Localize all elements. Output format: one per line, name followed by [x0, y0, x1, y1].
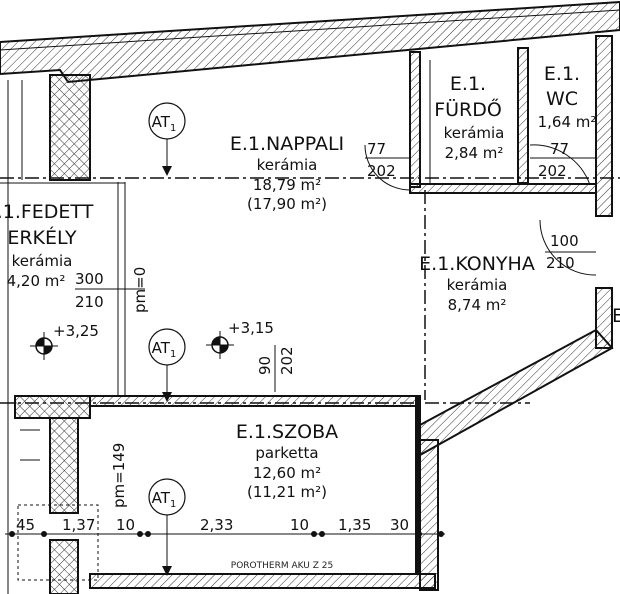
room-name: FÜRDŐ	[434, 97, 502, 121]
room-area: 8,74 m²	[448, 296, 507, 314]
wall-type-label: POROTHERM AKU Z 25	[231, 561, 333, 571]
left-wall-lower-top	[14, 395, 91, 419]
room-net-area: (11,21 m²)	[247, 483, 327, 501]
room-wc: E.1. WC 1,64 m²	[538, 63, 597, 131]
room-net-area: (17,90 m²)	[247, 195, 327, 213]
room-name-cut-off: E.1	[612, 305, 620, 327]
szoba-bottom-wall	[89, 573, 436, 589]
left-wall-upper	[49, 74, 91, 181]
floor-type: kerámia	[447, 276, 508, 294]
svg-text:202: 202	[538, 162, 567, 180]
floor-type: parketta	[255, 444, 318, 462]
room-szoba: E.1.SZOBA parketta 12,60 m² (11,21 m²)	[236, 421, 338, 501]
room-name: E.1.	[544, 63, 580, 85]
slanted-wall	[419, 328, 614, 457]
svg-text:45: 45	[16, 516, 35, 534]
svg-text:+3,25: +3,25	[53, 322, 99, 340]
svg-text:+3,15: +3,15	[228, 319, 274, 337]
svg-text:210: 210	[546, 254, 575, 272]
svg-text:77: 77	[367, 140, 386, 158]
svg-text:AT1: AT1	[152, 489, 177, 510]
svg-text:10: 10	[290, 516, 309, 534]
furdo-bottom-wall	[409, 183, 597, 194]
svg-text:30: 30	[390, 516, 409, 534]
svg-text:202: 202	[278, 346, 296, 375]
room-name: E.1.NAPPALI	[230, 133, 344, 155]
roof-line	[0, 9, 620, 51]
left-wall-bottom	[49, 539, 79, 594]
furdo-left-wall	[409, 51, 421, 188]
svg-text:210: 210	[75, 293, 104, 311]
svg-text:AT1: AT1	[152, 113, 177, 134]
section-marker-1: AT1	[148, 102, 186, 176]
svg-text:2,33: 2,33	[200, 516, 233, 534]
dimension-chain: 45 1,37 10 2,33 10 1,35 30	[5, 516, 445, 537]
room-area: 18,79 m²	[253, 176, 321, 194]
furdo-wc-wall	[517, 47, 529, 184]
level-marker-erkely: +3,25	[30, 322, 99, 360]
sill-height-erkely: pm=0	[131, 267, 149, 313]
room-name: ERKÉLY	[7, 226, 77, 249]
section-marker-2: AT1	[148, 328, 186, 402]
svg-text:90: 90	[256, 356, 274, 375]
right-wall-upper	[595, 35, 613, 217]
door-dimensions: 77 202 77 202 300 210 100 210 90 202	[75, 140, 579, 375]
svg-text:77: 77	[550, 140, 569, 158]
svg-text:1,35: 1,35	[338, 516, 371, 534]
section-marker-3: AT1	[148, 478, 186, 576]
svg-text:AT1: AT1	[152, 339, 177, 360]
room-area: 1,64 m²	[538, 113, 597, 131]
room-name: WC	[546, 88, 578, 110]
room-area: 12,60 m²	[253, 464, 321, 482]
szoba-top-wall	[89, 395, 421, 407]
floor-type: kerámia	[444, 124, 505, 142]
room-name: E.1.KONYHA	[419, 253, 535, 275]
szoba-right-edge	[415, 396, 421, 574]
door-swings	[75, 144, 597, 392]
room-konyha: E.1.KONYHA kerámia 8,74 m²	[419, 253, 535, 314]
room-area: 2,84 m²	[445, 144, 504, 162]
svg-text:1,37: 1,37	[62, 516, 95, 534]
sill-height-szoba: pm=149	[110, 443, 128, 508]
room-name: E.1.	[450, 73, 486, 95]
floor-type: kerámia	[12, 252, 73, 270]
room-name: E.1.SZOBA	[236, 421, 338, 443]
svg-text:100: 100	[550, 232, 579, 250]
floor-type: kerámia	[257, 156, 318, 174]
room-erkely: .1.FEDETT ERKÉLY kerámia 4,20 m²	[0, 201, 94, 290]
szoba-right-wall	[419, 439, 439, 591]
room-area: 4,20 m²	[7, 272, 66, 290]
room-furdo: E.1. FÜRDŐ kerámia 2,84 m²	[434, 73, 504, 162]
level-marker-nappali: +3,15	[206, 319, 274, 359]
left-wall-lower	[49, 417, 79, 514]
svg-text:202: 202	[367, 162, 396, 180]
svg-text:10: 10	[116, 516, 135, 534]
svg-text:300: 300	[75, 270, 104, 288]
room-name: .1.FEDETT	[0, 201, 94, 223]
room-nappali: E.1.NAPPALI kerámia 18,79 m² (17,90 m²)	[230, 133, 344, 213]
